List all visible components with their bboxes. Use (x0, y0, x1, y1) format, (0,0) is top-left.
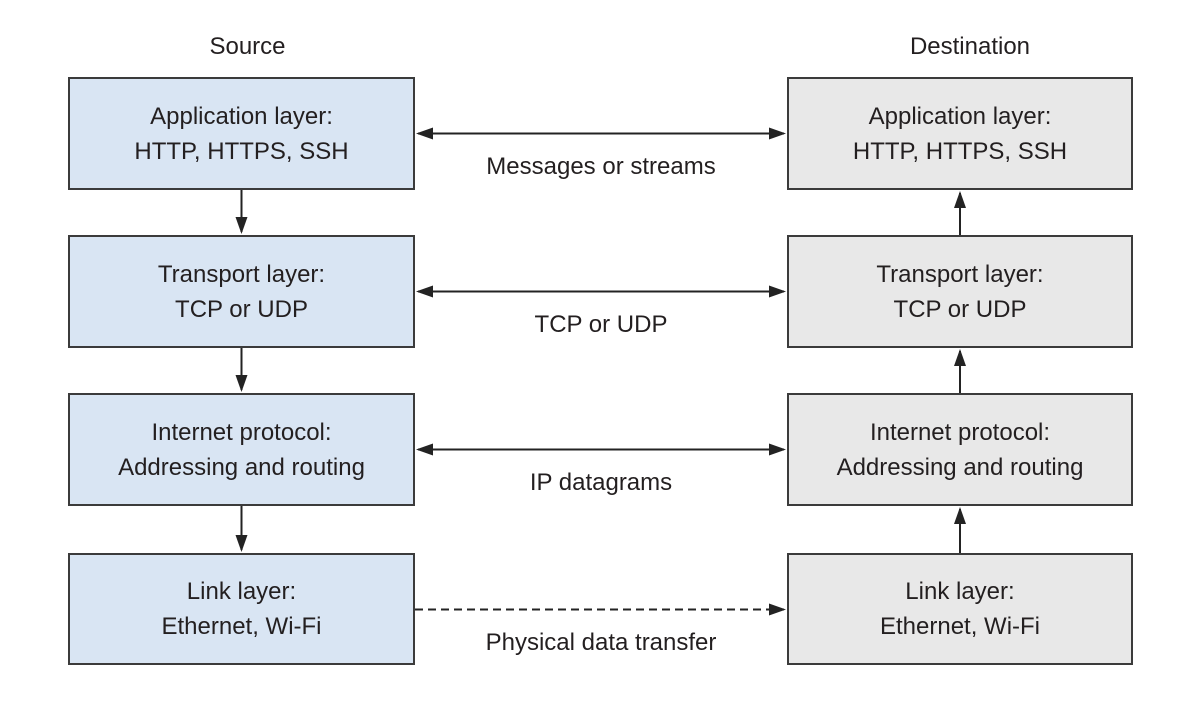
channel-label-tcp-udp: TCP or UDP (534, 311, 668, 338)
box-line: HTTP, HTTPS, SSH (134, 137, 349, 165)
box-line: Addressing and routing (118, 453, 365, 481)
box-line: Addressing and routing (836, 453, 1084, 481)
destination-box-application: Application layer: HTTP, HTTPS, SSH (787, 77, 1133, 190)
box-line: TCP or UDP (893, 295, 1027, 323)
source-box-transport: Transport layer: TCP or UDP (68, 235, 415, 348)
box-line: Internet protocol: (869, 418, 1051, 446)
destination-box-internet: Internet protocol: Addressing and routin… (787, 393, 1133, 506)
box-line: Transport layer: (157, 260, 326, 288)
destination-box-link: Link layer: Ethernet, Wi-Fi (787, 553, 1133, 665)
channel-label-ip-datagrams: IP datagrams (529, 469, 673, 496)
box-line: Link layer: (186, 578, 297, 605)
box-line: Internet protocol: (151, 418, 332, 446)
channel-label-messages: Messages or streams (486, 153, 716, 180)
box-line: Application layer: (150, 102, 333, 130)
source-box-application: Application layer: HTTP, HTTPS, SSH (68, 77, 415, 190)
destination-box-transport: Transport layer: TCP or UDP (787, 235, 1133, 348)
channel-label-physical-transfer: Physical data transfer (485, 629, 717, 656)
box-line: HTTP, HTTPS, SSH (852, 137, 1068, 165)
box-line: Application layer: (868, 102, 1052, 130)
destination-column-title: Destination (909, 33, 1031, 60)
box-line: TCP or UDP (175, 295, 308, 323)
source-box-internet: Internet protocol: Addressing and routin… (68, 393, 415, 506)
box-line: Ethernet, Wi-Fi (161, 613, 322, 640)
box-line: Transport layer: (876, 260, 1044, 288)
box-line: Link layer: (905, 578, 1015, 605)
box-line: Ethernet, Wi-Fi (879, 613, 1041, 640)
source-column-title: Source (209, 33, 286, 60)
source-box-link: Link layer: Ethernet, Wi-Fi (68, 553, 415, 665)
